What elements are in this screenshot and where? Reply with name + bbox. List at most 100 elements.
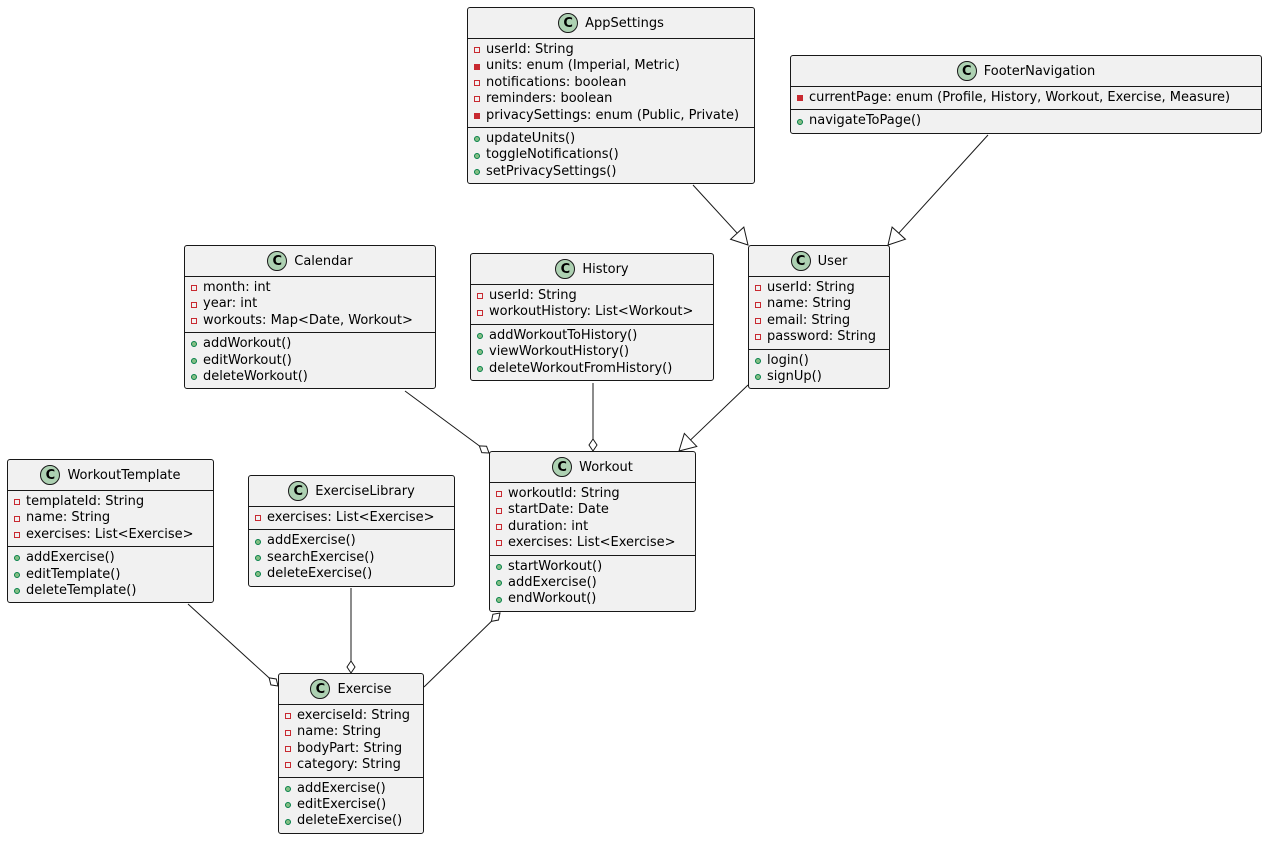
field-row: privacySettings: enum (Public, Private) [468, 108, 754, 124]
method-text: setPrivacySettings() [486, 163, 617, 179]
public-visibility-icon [14, 555, 20, 562]
public-visibility-icon [477, 332, 483, 339]
class-name: User [817, 253, 848, 269]
method-text: addExercise() [297, 780, 386, 796]
field-text: workoutId: String [508, 486, 620, 501]
field-text: month: int [203, 280, 271, 295]
field-row: workoutHistory: List<Workout> [471, 304, 713, 320]
field-text: category: String [297, 757, 401, 773]
field-text: userId: String [486, 42, 574, 57]
private-visibility-icon [474, 96, 480, 103]
method-text: deleteTemplate() [26, 582, 137, 598]
field-text: privacySettings: enum (Public, Private) [486, 107, 740, 123]
method-text: startWorkout() [508, 558, 603, 574]
private-visibility-icon [191, 301, 197, 308]
method-row: login() [749, 353, 889, 369]
method-text: navigateToPage() [809, 113, 922, 129]
class-name: Workout [579, 459, 633, 475]
inheritance-relation-appsettings-user [692, 184, 749, 246]
public-visibility-icon [474, 168, 480, 175]
field-text: templateId: String [26, 494, 145, 509]
class-methods: addWorkoutToHistory()viewWorkoutHistory(… [471, 323, 713, 380]
inheritance-relation-footernavigation-user [887, 134, 989, 246]
private-visibility-icon [797, 95, 803, 102]
private-visibility-icon [14, 531, 20, 538]
private-visibility-icon [477, 309, 483, 316]
public-visibility-icon [285, 818, 291, 825]
private-visibility-icon [477, 293, 483, 300]
aggregation-relation-calendar-workout [404, 390, 490, 454]
public-visibility-icon [474, 152, 480, 159]
field-text: exercises: List<Exercise> [26, 526, 194, 542]
class-name: WorkoutTemplate [67, 467, 181, 483]
field-text: exerciseId: String [297, 708, 411, 723]
private-visibility-icon [255, 515, 261, 522]
field-row: userId: String [471, 288, 713, 304]
method-row: editTemplate() [8, 567, 213, 583]
public-visibility-icon [191, 357, 197, 364]
method-text: signUp() [767, 368, 822, 384]
method-row: navigateToPage() [791, 113, 1261, 129]
method-text: toggleNotifications() [486, 147, 619, 163]
field-row: category: String [279, 757, 423, 773]
private-visibility-icon [474, 47, 480, 54]
private-visibility-icon [474, 112, 480, 119]
private-visibility-icon [14, 499, 20, 506]
method-row: endWorkout() [490, 591, 695, 607]
method-row: addExercise() [249, 533, 454, 549]
field-row: exercises: List<Exercise> [490, 535, 695, 551]
field-text: workoutHistory: List<Workout> [489, 304, 694, 320]
field-row: units: enum (Imperial, Metric) [468, 58, 754, 74]
field-row: notifications: boolean [468, 75, 754, 91]
method-row: addExercise() [8, 550, 213, 566]
public-visibility-icon [477, 365, 483, 372]
class-name: History [582, 261, 629, 277]
private-visibility-icon [285, 729, 291, 736]
class-methods: addExercise()editTemplate()deleteTemplat… [8, 546, 213, 602]
field-text: reminders: boolean [486, 91, 613, 107]
public-visibility-icon [255, 571, 261, 578]
method-row: addExercise() [490, 575, 695, 591]
inheritance-arrowhead-icon [678, 432, 698, 452]
method-row: deleteWorkout() [185, 369, 435, 385]
aggregation-diamond-icon [490, 612, 501, 623]
relation-line [404, 390, 480, 447]
method-row: deleteTemplate() [8, 583, 213, 599]
method-text: deleteExercise() [267, 566, 373, 582]
field-text: exercises: List<Exercise> [267, 510, 435, 525]
private-visibility-icon [496, 507, 502, 514]
field-text: bodyPart: String [297, 740, 403, 756]
private-visibility-icon [474, 79, 480, 86]
field-text: startDate: Date [508, 502, 609, 518]
field-text: year: int [203, 296, 258, 312]
class-name: Calendar [294, 253, 353, 269]
private-visibility-icon [285, 745, 291, 752]
public-visibility-icon [255, 538, 261, 545]
class-name: FooterNavigation [983, 63, 1096, 79]
class-stereotype-icon: C [552, 457, 573, 477]
method-text: addExercise() [267, 533, 356, 549]
relation-line [898, 134, 989, 234]
public-visibility-icon [755, 357, 761, 364]
class-methods: updateUnits()toggleNotifications()setPri… [468, 126, 754, 183]
method-row: deleteExercise() [279, 813, 423, 829]
public-visibility-icon [285, 785, 291, 792]
method-row: searchExercise() [249, 550, 454, 566]
method-text: editTemplate() [26, 566, 121, 582]
public-visibility-icon [496, 596, 502, 603]
public-visibility-icon [255, 554, 261, 561]
field-row: userId: String [468, 42, 754, 58]
class-methods: addExercise()searchExercise()deleteExerc… [249, 529, 454, 585]
